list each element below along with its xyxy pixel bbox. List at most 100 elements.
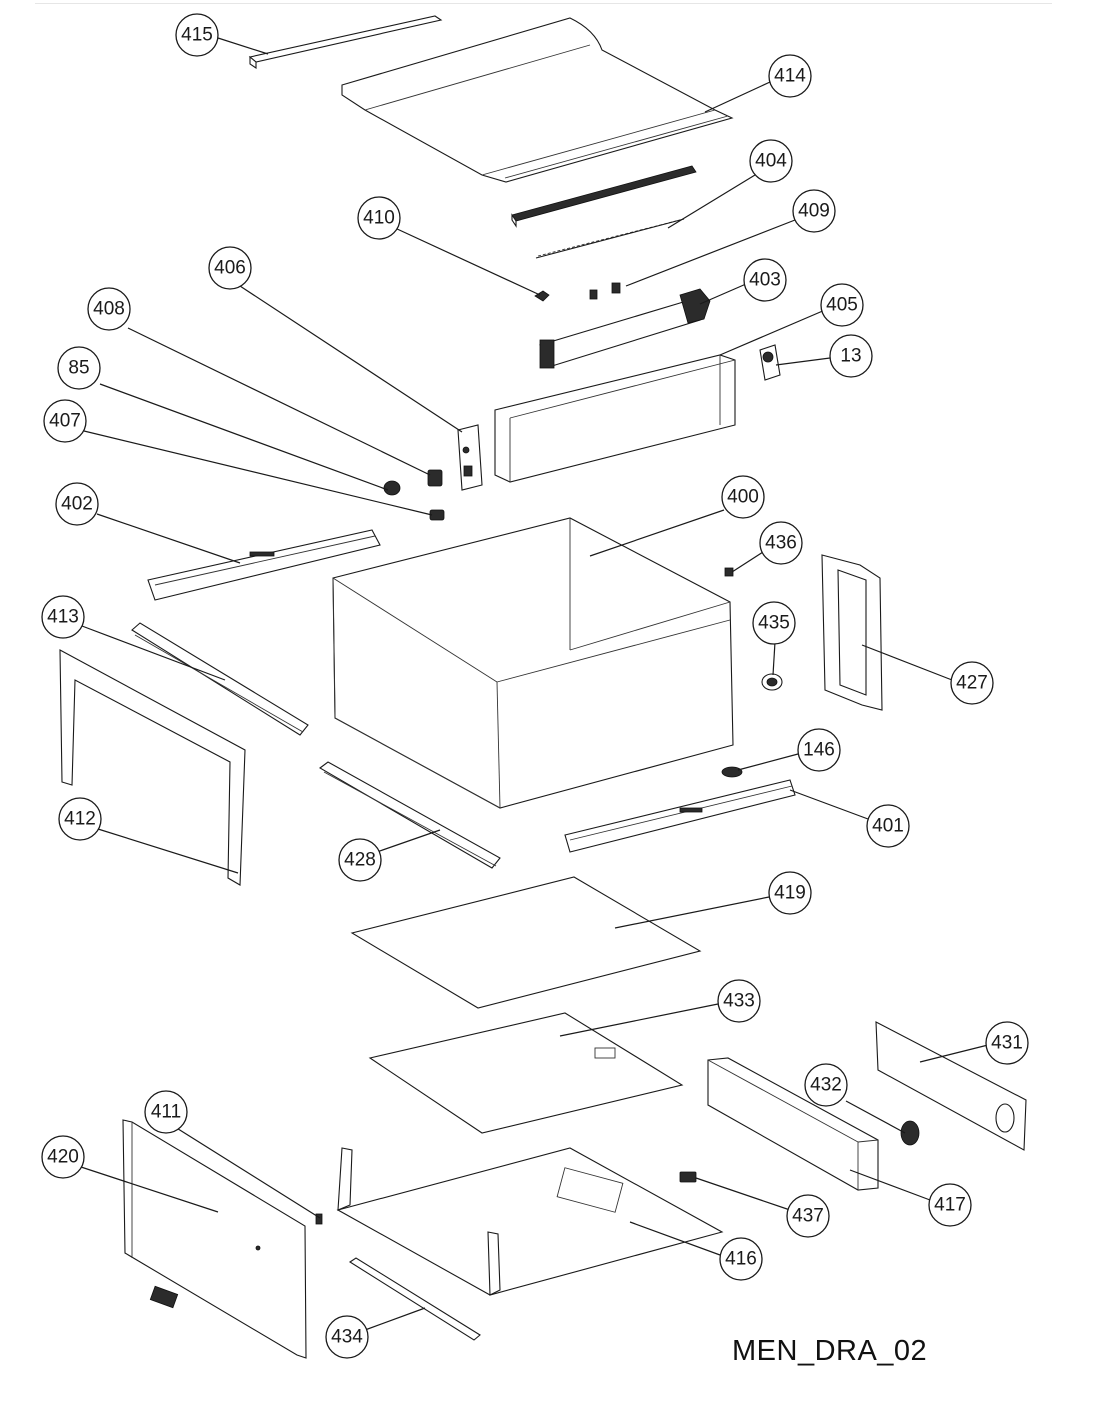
callout-label: 411: [151, 1102, 181, 1123]
callout-label: 435: [758, 613, 790, 634]
callout-label: 413: [47, 607, 79, 628]
callout-label: 85: [68, 358, 89, 379]
leader-411: [174, 1126, 321, 1219]
callout-label: 433: [723, 991, 755, 1012]
callout-label: 414: [774, 66, 806, 87]
callout-label: 401: [872, 816, 904, 837]
leader-417: [849, 1169, 931, 1201]
leader-428: [373, 829, 441, 854]
callout-label: 428: [344, 850, 376, 871]
leader-85: [99, 383, 389, 491]
callout-label: 415: [181, 25, 213, 46]
part-411-pin: [315, 1213, 323, 1225]
part-416-base: [336, 1147, 724, 1296]
part-417-duct: [707, 1057, 879, 1191]
leader-146: [737, 753, 799, 771]
callout-408: 408: [87, 287, 131, 331]
part-427-frame: [821, 554, 883, 711]
callout-413: 413: [41, 595, 85, 639]
callout-label: 434: [331, 1327, 363, 1348]
callout-label: 400: [727, 487, 759, 508]
leader-415: [217, 37, 269, 55]
callout-434: 434: [325, 1315, 369, 1359]
leader-434: [364, 1307, 426, 1331]
callout-404: 404: [749, 139, 793, 183]
callout-label: 436: [765, 533, 797, 554]
part-408-knob: [427, 469, 443, 487]
callout-407: 407: [43, 399, 87, 443]
leader-13: [775, 357, 831, 366]
callout-label: 420: [47, 1147, 79, 1168]
part-85-knob: [383, 480, 401, 496]
callout-402: 402: [55, 482, 99, 526]
callout-label: 407: [49, 411, 81, 432]
leader-413: [81, 625, 226, 681]
callout-428: 428: [338, 838, 382, 882]
leader-410: [394, 227, 541, 296]
callout-419: 419: [768, 871, 812, 915]
callout-416: 416: [719, 1237, 763, 1281]
callout-label: 405: [826, 295, 858, 316]
part-419-plate: [350, 876, 702, 1009]
callout-label: 432: [810, 1075, 842, 1096]
callout-400: 400: [721, 475, 765, 519]
part-432-fan: [900, 1120, 920, 1146]
leader-402: [96, 513, 241, 564]
callout-401: 401: [866, 804, 910, 848]
part-405-fascia-box: [494, 354, 736, 483]
callout-label: 409: [798, 201, 830, 222]
callout-410: 410: [357, 196, 401, 240]
callout-436: 436: [759, 521, 803, 565]
leader-436: [731, 551, 764, 573]
callout-label: 408: [93, 299, 125, 320]
part-420-door: [122, 1119, 307, 1359]
callout-146: 146: [797, 728, 841, 772]
callout-label: 402: [61, 494, 93, 515]
callout-427: 427: [950, 661, 994, 705]
callout-417: 417: [928, 1183, 972, 1227]
callout-431: 431: [985, 1021, 1029, 1065]
callout-label: 431: [991, 1033, 1023, 1054]
callout-label: 13: [840, 346, 861, 367]
leader-409: [625, 219, 796, 287]
part-414-top-cover: [341, 17, 734, 183]
callout-label: 437: [792, 1206, 824, 1227]
leader-414: [704, 81, 771, 113]
part-431-back-plate: [875, 1021, 1027, 1151]
part-403-fan-tube: [539, 288, 711, 369]
leader-404: [667, 174, 756, 229]
leader-433: [559, 1003, 719, 1037]
callout-label: 412: [64, 809, 96, 830]
part-406-panel-plate: [457, 424, 483, 491]
part-404-heater: [511, 165, 697, 259]
callout-label: 419: [774, 883, 806, 904]
callout-label: 404: [755, 151, 787, 172]
part-435-bulb: [761, 673, 783, 691]
leader-405: [719, 309, 826, 356]
leader-437: [695, 1177, 791, 1211]
part-433-sheet: [368, 1012, 684, 1134]
part-400-main-body: [332, 517, 734, 809]
part-428-rail: [319, 761, 501, 869]
part-413-bar: [131, 622, 309, 736]
part-434-bar: [348, 1257, 481, 1341]
part-412-front-frame: [59, 649, 246, 886]
leader-407: [83, 430, 433, 516]
callout-403: 403: [743, 258, 787, 302]
callout-433: 433: [717, 979, 761, 1023]
callout-label: 417: [934, 1195, 966, 1216]
part-146-foot: [721, 766, 743, 778]
callout-432: 432: [804, 1063, 848, 1107]
part-409-connector: [589, 282, 621, 300]
callout-406: 406: [208, 246, 252, 290]
callout-85: 85: [57, 346, 101, 390]
leader-lines: [80, 37, 989, 1331]
leader-401: [789, 789, 869, 820]
callout-415: 415: [175, 13, 219, 57]
leader-412: [97, 828, 239, 874]
part-437-connector: [679, 1171, 697, 1183]
callout-405: 405: [820, 283, 864, 327]
leader-403: [699, 283, 747, 305]
leader-419: [614, 896, 770, 929]
